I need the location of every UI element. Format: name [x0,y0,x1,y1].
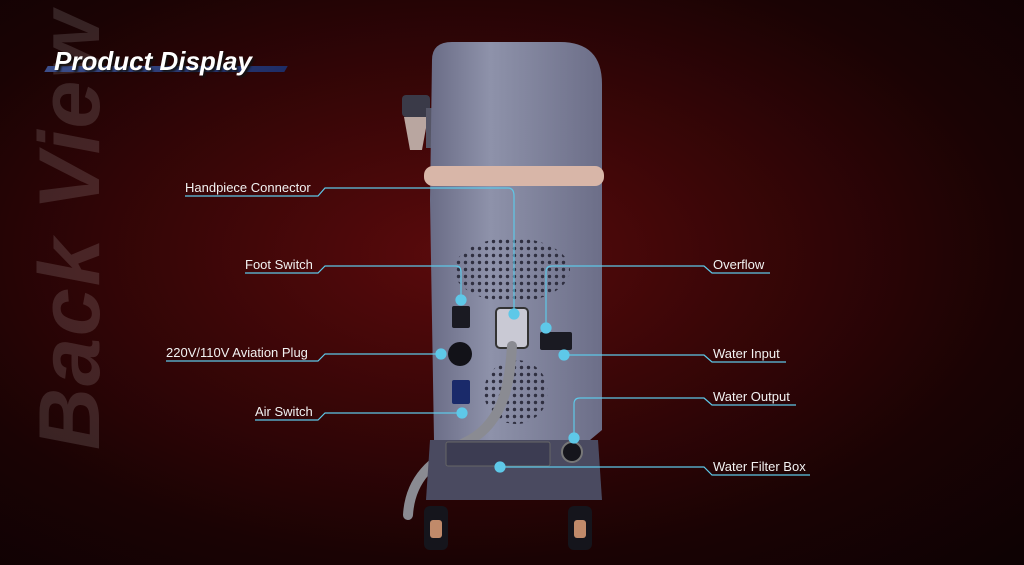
label-handpiece-connector: Handpiece Connector [185,180,311,195]
air-switch-box [452,380,470,404]
label-air-switch: Air Switch [255,404,313,419]
label-water-output: Water Output [713,389,790,404]
callout-line-water-filter-box [494,461,810,476]
label-water-filter-box: Water Filter Box [713,459,806,474]
water-port-panel [540,332,572,350]
top-vent-grille [454,238,570,302]
callout-line-handpiece-connector [185,187,520,320]
label-foot-switch: Foot Switch [245,257,313,272]
callout-line-water-input [558,349,786,363]
label-aviation-plug: 220V/110V Aviation Plug [166,345,308,360]
callout-line-foot-switch [245,265,467,306]
aviation-plug-socket [448,342,472,366]
page-title: Product Display [54,46,252,76]
machine-handle [424,166,604,186]
foot-switch-port [452,306,470,328]
callout-line-water-output [568,397,796,444]
callout-line-air-switch [255,407,468,421]
callout-line-aviation-plug [166,348,447,362]
label-overflow: Overflow [713,257,765,272]
callout-line-overflow [540,265,770,334]
label-water-input: Water Input [713,346,780,361]
